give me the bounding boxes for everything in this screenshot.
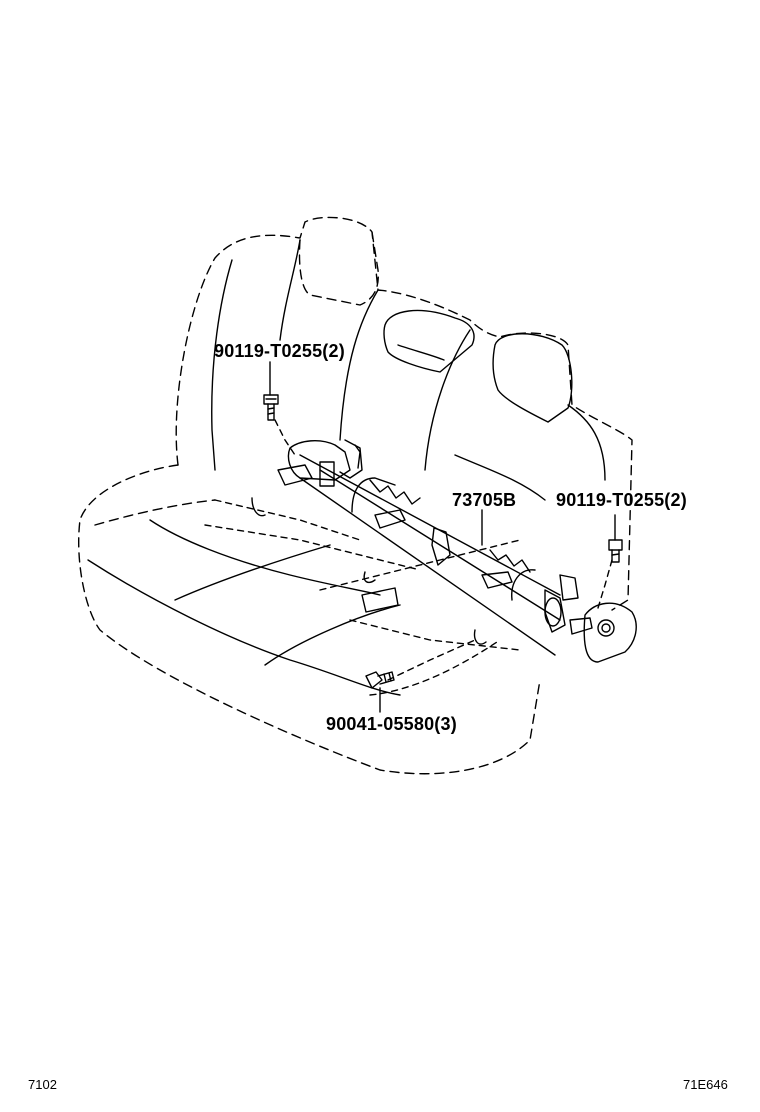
bracket-lower-hook-1: [251, 497, 266, 517]
leader-lines: [269, 361, 616, 713]
bracket-hook-1: [351, 477, 396, 513]
leader-upper-left-dashed: [274, 419, 296, 456]
cushion-hidden-line-1: [204, 524, 421, 571]
cushion-hidden-line-3: [319, 539, 521, 591]
callout-bolt-upper-left: 90119-T0255(2): [214, 341, 345, 361]
bracket-ridge-2: [489, 549, 531, 573]
callout-bracket-73705b: 73705B: [452, 490, 517, 510]
footer-right-code: 71E646: [683, 1077, 728, 1092]
seat-back-left-seam: [211, 259, 233, 471]
bracket-center-tab: [374, 509, 406, 529]
seat-back-right-inner: [454, 454, 546, 501]
left-headrest-outline: [298, 231, 379, 306]
bolt-upper-left-icon: [263, 394, 279, 421]
seat-back-center-seam2: [424, 329, 471, 471]
bracket-bar-top: [299, 454, 561, 596]
seat-cushion-mid-seam: [149, 519, 381, 596]
bracket-anchor-tab: [481, 571, 513, 589]
cushion-hidden-line-4: [349, 619, 521, 651]
bracket-mid-clamp: [431, 527, 451, 566]
seat-cushion-right-seam: [264, 604, 401, 666]
bracket-hook-2: [511, 569, 536, 601]
seat-back-right-seam: [567, 404, 606, 481]
leader-lower-dashed: [387, 639, 476, 681]
bolt-lower-icon: [365, 671, 395, 689]
callout-bolt-lower: 90041-05580(3): [326, 714, 457, 734]
middle-headrest-shade: [397, 344, 445, 361]
bracket-bar-bottom: [299, 477, 556, 656]
bolt-upper-right-icon: [608, 539, 623, 563]
seat-back-outline: [175, 216, 633, 611]
bracket-left-plate: [277, 464, 313, 486]
right-headrest: [492, 333, 573, 423]
seat-back-mid-seam: [279, 239, 301, 341]
bracket-lower-plate: [361, 587, 399, 613]
bracket-lower-hook-3: [473, 629, 487, 645]
seat-back-center-seam: [339, 289, 379, 441]
bracket-left-tab: [319, 461, 335, 487]
bracket-right-hole: [597, 619, 615, 637]
bracket-right-small: [559, 574, 579, 601]
seat-cushion-front-edge: [94, 499, 216, 526]
bracket-lower-hook-2: [363, 571, 376, 584]
bracket-bar-mid: [319, 469, 561, 621]
cushion-hidden-line-2: [214, 499, 361, 541]
seat-phantom-outline: [78, 216, 633, 775]
middle-headrest: [383, 309, 475, 373]
footer-left-code: 7102: [28, 1077, 57, 1092]
bracket-end-cap: [544, 597, 562, 627]
seat-cushion-outline: [78, 464, 541, 775]
bracket-right-hook: [569, 617, 593, 635]
bracket-left-end: [287, 440, 351, 481]
bracket-assembly: [251, 439, 637, 663]
bracket-right-end: [583, 602, 637, 663]
seat-cushion-split: [174, 544, 331, 601]
callout-bolt-upper-right: 90119-T0255(2): [556, 490, 687, 510]
leader-upper-right-dashed: [597, 559, 613, 609]
cushion-hidden-line-5: [369, 639, 501, 696]
seat-cushion-front-seam: [87, 559, 401, 696]
bracket-ridge: [369, 479, 421, 505]
